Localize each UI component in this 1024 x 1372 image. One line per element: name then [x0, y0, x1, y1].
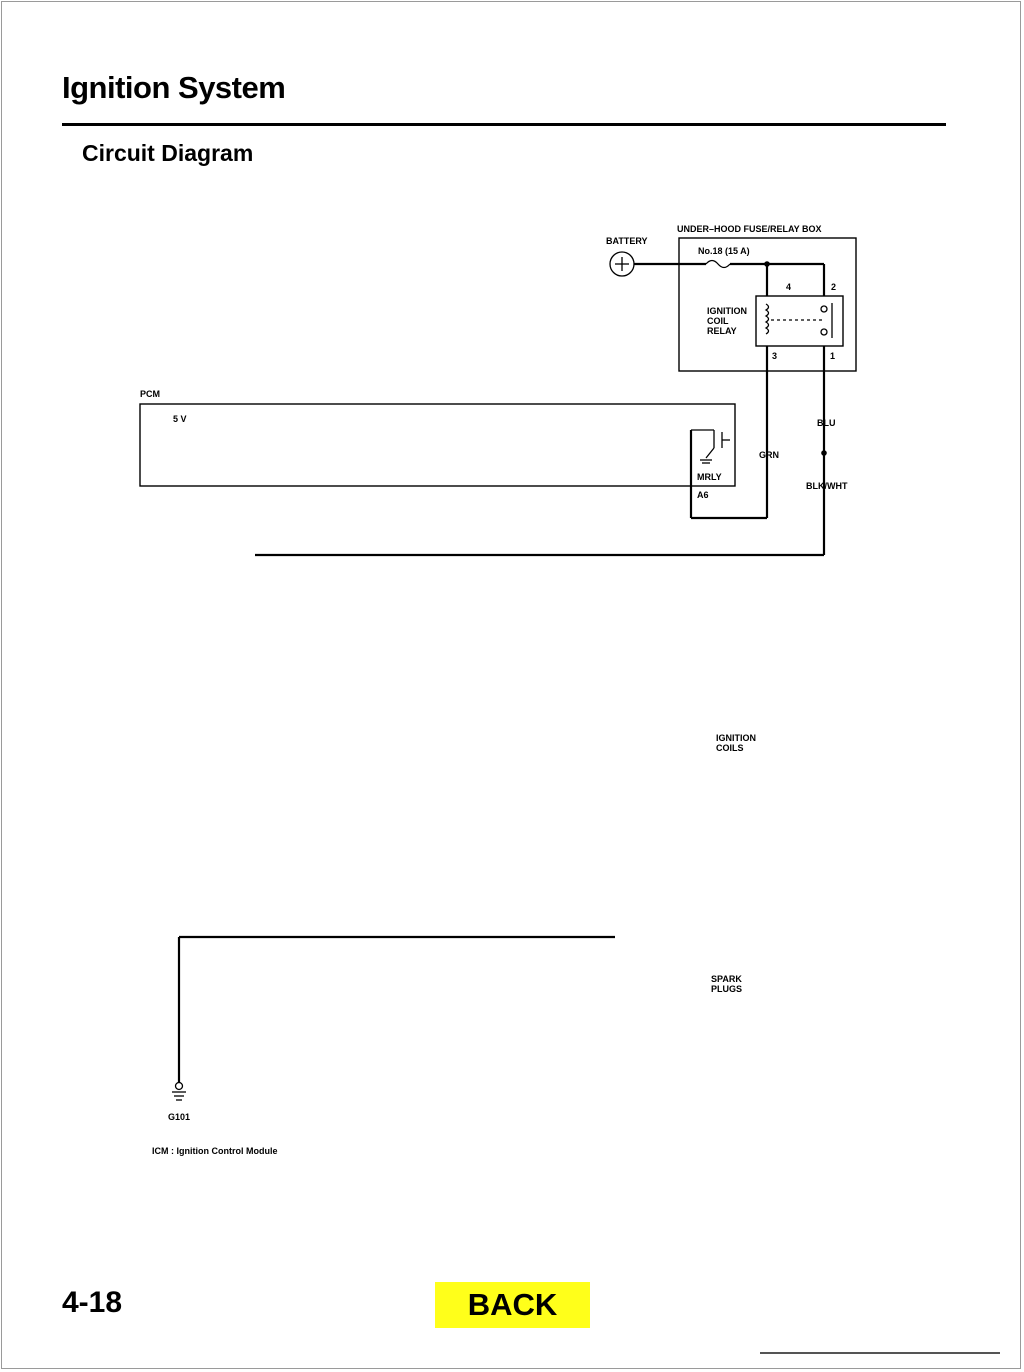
fuse-label: No.18 (15 A) — [698, 246, 750, 256]
battery: BATTERY — [606, 236, 648, 277]
page-number: 4-18 — [62, 1286, 123, 1319]
section-title: Circuit Diagram — [82, 140, 254, 166]
pcm: PCM 5 V MRLY A6 — [139, 389, 767, 520]
blu-label: BLU — [817, 418, 836, 428]
relay-pin-2: 2 — [831, 282, 836, 292]
fuse-icon — [705, 259, 731, 269]
battery-label: BATTERY — [606, 236, 648, 246]
relay-box — [755, 295, 844, 347]
relay-label-2: COIL — [707, 316, 729, 326]
g101-label: G101 — [168, 1112, 190, 1122]
ground-g101: G101 — [168, 937, 190, 1122]
mrly-label: MRLY — [697, 472, 722, 482]
relay-coil-icon — [764, 303, 770, 335]
ignition-coils-label-2: COILS — [716, 743, 744, 753]
bottom-rule — [760, 1352, 1000, 1354]
ignition-coils-label-1: IGNITION — [716, 733, 756, 743]
spark-plugs-label-1: SPARK — [711, 974, 742, 984]
fuse-relay-box: UNDER–HOOD FUSE/RELAY BOX No.18 (15 A) 4… — [634, 224, 857, 555]
relay-label-3: RELAY — [707, 326, 737, 336]
fuse-box-label: UNDER–HOOD FUSE/RELAY BOX — [677, 224, 822, 234]
pcm-label: PCM — [140, 389, 160, 399]
back-button[interactable]: BACK — [435, 1282, 590, 1328]
title-rule — [62, 123, 946, 126]
grn-label: GRN — [759, 450, 779, 460]
page-title: Ignition System — [62, 70, 286, 105]
spark-plugs-label-2: PLUGS — [711, 984, 742, 994]
icm-note: ICM : Ignition Control Module — [152, 1146, 277, 1156]
relay-pin-1: 1 — [830, 351, 835, 361]
relay-pin-3: 3 — [772, 351, 777, 361]
five-volt-label: 5 V — [173, 414, 187, 424]
blk-wht-relay-label: BLK/WHT — [806, 481, 848, 491]
relay-label-1: IGNITION — [707, 306, 747, 316]
relay-pin-4: 4 — [786, 282, 791, 292]
a6-label: A6 — [697, 490, 709, 500]
